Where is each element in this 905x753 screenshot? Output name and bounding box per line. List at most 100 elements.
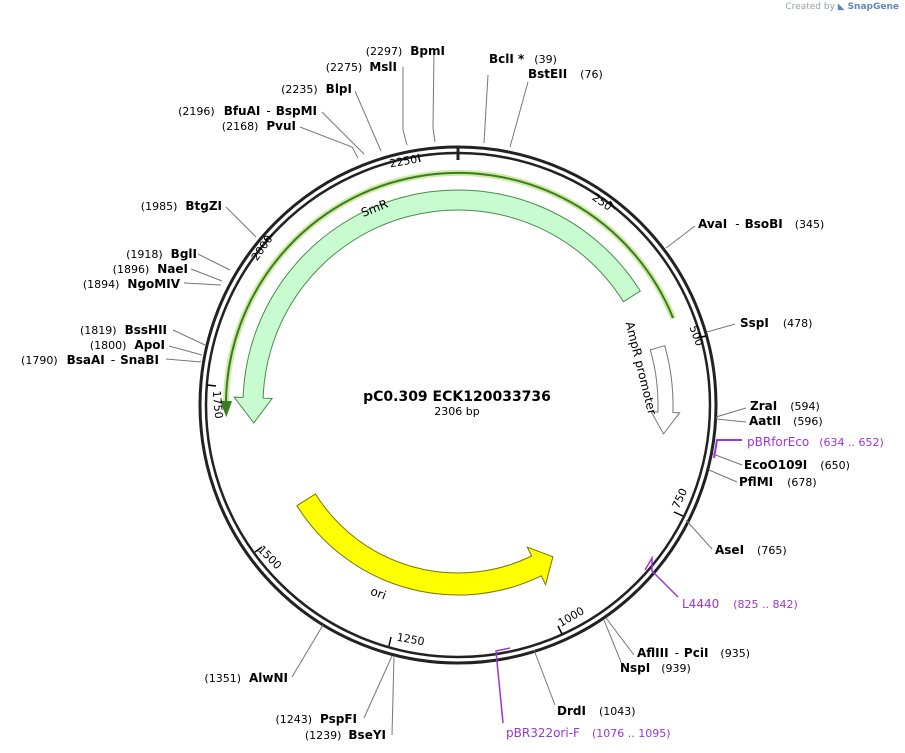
tick-mark-1000 bbox=[557, 625, 563, 635]
leader-bgli bbox=[197, 253, 231, 271]
leader-bfuai-bspmi bbox=[321, 111, 365, 155]
primer-pbr322ori-mark bbox=[495, 647, 511, 724]
leader-bpmi bbox=[432, 51, 436, 143]
enzyme-bsteii-pos: (76) bbox=[580, 68, 603, 81]
tick-mark-750 bbox=[673, 511, 684, 517]
enzyme-bfuai-pos: (2196) bbox=[178, 105, 215, 118]
enzyme-zrai[interactable]: ZraI(594) bbox=[750, 399, 820, 413]
enzyme-bpmi-pos: (2297) bbox=[366, 45, 403, 58]
feature-smr[interactable]: SmR bbox=[220, 169, 676, 424]
primer-l4440-mark bbox=[644, 555, 679, 598]
enzyme-bspmi-name: BspMI bbox=[276, 104, 317, 118]
enzyme-pspfi-pos: (1243) bbox=[275, 713, 312, 726]
enzyme-bseyi-name: BseYI bbox=[348, 728, 386, 742]
tick-mark-1500 bbox=[254, 546, 263, 553]
enzyme-btgzi[interactable]: (1985)BtgZI bbox=[141, 199, 222, 213]
snapgene-logo-icon: ◣ bbox=[837, 2, 845, 12]
enzyme-avai-bsobi[interactable]: AvaI-BsoBI(345) bbox=[698, 217, 824, 231]
enzyme-pflmi[interactable]: PflMI (678) bbox=[739, 475, 817, 489]
leader-zrai bbox=[715, 407, 747, 418]
enzyme-naei-name: NaeI bbox=[157, 262, 188, 276]
enzyme-btgzi-name: BtgZI bbox=[185, 199, 222, 213]
enzyme-afliii-name: AflIII bbox=[637, 646, 669, 660]
enzyme-bpmi[interactable]: (2297)BpmI bbox=[366, 44, 445, 58]
tick-mark-1250 bbox=[388, 636, 392, 647]
smr-strand-arrowhead bbox=[220, 400, 232, 418]
enzyme-bgli[interactable]: (1918)BglI bbox=[126, 247, 197, 261]
feature-ampr-promoter[interactable]: AmpR promoter bbox=[623, 320, 681, 435]
leader-asei bbox=[685, 519, 713, 550]
enzyme-bseyi-pos: (1239) bbox=[305, 729, 342, 742]
enzyme-apoi[interactable]: (1800)ApoI bbox=[90, 338, 165, 352]
enzyme-bsshii[interactable]: (1819)BssHII bbox=[80, 323, 167, 337]
ori-label: ori bbox=[369, 584, 388, 602]
enzyme-drdi-name: DrdI bbox=[557, 704, 586, 718]
primer-pbrforeco-name: pBRforEco bbox=[747, 435, 809, 449]
enzyme-ngomiv-name: NgoMIV bbox=[127, 277, 180, 291]
tick-mark-250 bbox=[609, 200, 616, 210]
ampr-promoter-label: AmpR promoter bbox=[623, 320, 660, 416]
enzyme-avai-pos: (345) bbox=[795, 218, 825, 231]
leader-btgzi bbox=[225, 206, 257, 238]
enzyme-alwni-name: AlwNI bbox=[249, 671, 288, 685]
enzyme-bsteii[interactable]: BstEII(76) bbox=[528, 67, 603, 81]
enzyme-drdi[interactable]: DrdI(1043) bbox=[557, 704, 636, 718]
enzyme-blpi[interactable]: (2235)BlpI bbox=[281, 82, 352, 96]
enzyme-asei[interactable]: AseI(765) bbox=[715, 543, 787, 557]
enzyme-afliii-pos: (935) bbox=[720, 647, 750, 660]
enzyme-bfuai-bspmi[interactable]: (2196)BfuAI-BspMI bbox=[178, 104, 317, 118]
enzyme-bsaai-pos: (1790) bbox=[21, 354, 58, 367]
enzyme-pvui-pos: (2168) bbox=[222, 120, 259, 133]
enzyme-naei-pos: (1896) bbox=[113, 263, 150, 276]
primers: pBRforEco(634 .. 652) L4440(825 .. 842) … bbox=[495, 435, 884, 740]
leader-alwni bbox=[291, 624, 324, 678]
enzyme-pflmi-pos: (678) bbox=[787, 476, 817, 489]
enzyme-bsaai-snabi[interactable]: (1790)BsaAI-SnaBI bbox=[21, 353, 159, 367]
enzyme-pspfi[interactable]: (1243) PspFI bbox=[275, 712, 357, 726]
enzyme-aatii[interactable]: AatII (596) bbox=[749, 414, 823, 428]
enzyme-bcli[interactable]: BclI * (39) bbox=[489, 52, 557, 66]
enzyme-leader-lines bbox=[165, 51, 747, 736]
enzyme-ngomiv[interactable]: (1894)NgoMIV bbox=[83, 277, 181, 291]
enzyme-apoi-pos: (1800) bbox=[90, 339, 127, 352]
enzyme-bcli-name: BclI * bbox=[489, 52, 525, 66]
feature-ori[interactable]: ori bbox=[296, 493, 554, 602]
leader-bsaai-snabi bbox=[165, 358, 202, 363]
leader-avai-bsobi bbox=[665, 225, 696, 249]
primer-l4440[interactable]: L4440(825 .. 842) bbox=[682, 597, 798, 611]
enzyme-ecoo109i[interactable]: EcoO109I (650) bbox=[744, 458, 850, 472]
enzyme-pvui[interactable]: (2168) PvuI bbox=[222, 119, 296, 133]
enzyme-bgli-pos: (1918) bbox=[126, 248, 163, 261]
enzyme-bfuai-name: BfuAI bbox=[224, 104, 261, 118]
tick-label-250: 250 bbox=[590, 191, 615, 214]
enzyme-sspi-pos: (478) bbox=[783, 317, 813, 330]
leader-sspi bbox=[706, 323, 736, 333]
enzyme-bcli-pos: (39) bbox=[534, 53, 557, 66]
enzyme-nspi[interactable]: NspI(939) bbox=[620, 661, 691, 675]
enzyme-pvui-name: PvuI bbox=[266, 119, 296, 133]
enzyme-naei[interactable]: (1896) NaeI bbox=[113, 262, 188, 276]
enzyme-msli[interactable]: (2275)MslI bbox=[326, 60, 397, 74]
primer-pbr322ori-f-name: pBR322ori-F bbox=[506, 726, 580, 740]
enzyme-aatii-name: AatII bbox=[749, 414, 781, 428]
enzyme-bseyi[interactable]: (1239) BseYI bbox=[305, 728, 386, 742]
enzyme-sspi[interactable]: SspI(478) bbox=[740, 316, 812, 330]
enzyme-pflmi-name: PflMI bbox=[739, 475, 773, 489]
tick-label-2250: 2250 bbox=[388, 153, 418, 171]
leader-afliii-pcii bbox=[605, 617, 635, 656]
enzyme-pspfi-name: PspFI bbox=[320, 712, 357, 726]
enzyme-avai-name: AvaI bbox=[698, 217, 727, 231]
primer-pbr322ori-f[interactable]: pBR322ori-F(1076 .. 1095) bbox=[506, 726, 671, 740]
enzyme-afliii-pcii[interactable]: AflIII-PciI(935) bbox=[637, 646, 750, 660]
enzyme-ecoo109i-name: EcoO109I bbox=[744, 458, 807, 472]
enzyme-alwni[interactable]: (1351)AlwNI bbox=[204, 671, 288, 685]
enzyme-ecoo109i-pos: (650) bbox=[820, 459, 850, 472]
enzyme-aatii-pos: (596) bbox=[793, 415, 823, 428]
leader-ecoo109i bbox=[712, 453, 743, 466]
tick-mark-500 bbox=[696, 335, 707, 339]
primer-pbrforeco[interactable]: pBRforEco(634 .. 652) bbox=[747, 435, 884, 449]
tick-label-1250: 1250 bbox=[396, 631, 426, 649]
leader-nspi bbox=[603, 619, 624, 668]
enzyme-bsshii-name: BssHII bbox=[125, 323, 167, 337]
leader-bseyi bbox=[391, 655, 395, 736]
